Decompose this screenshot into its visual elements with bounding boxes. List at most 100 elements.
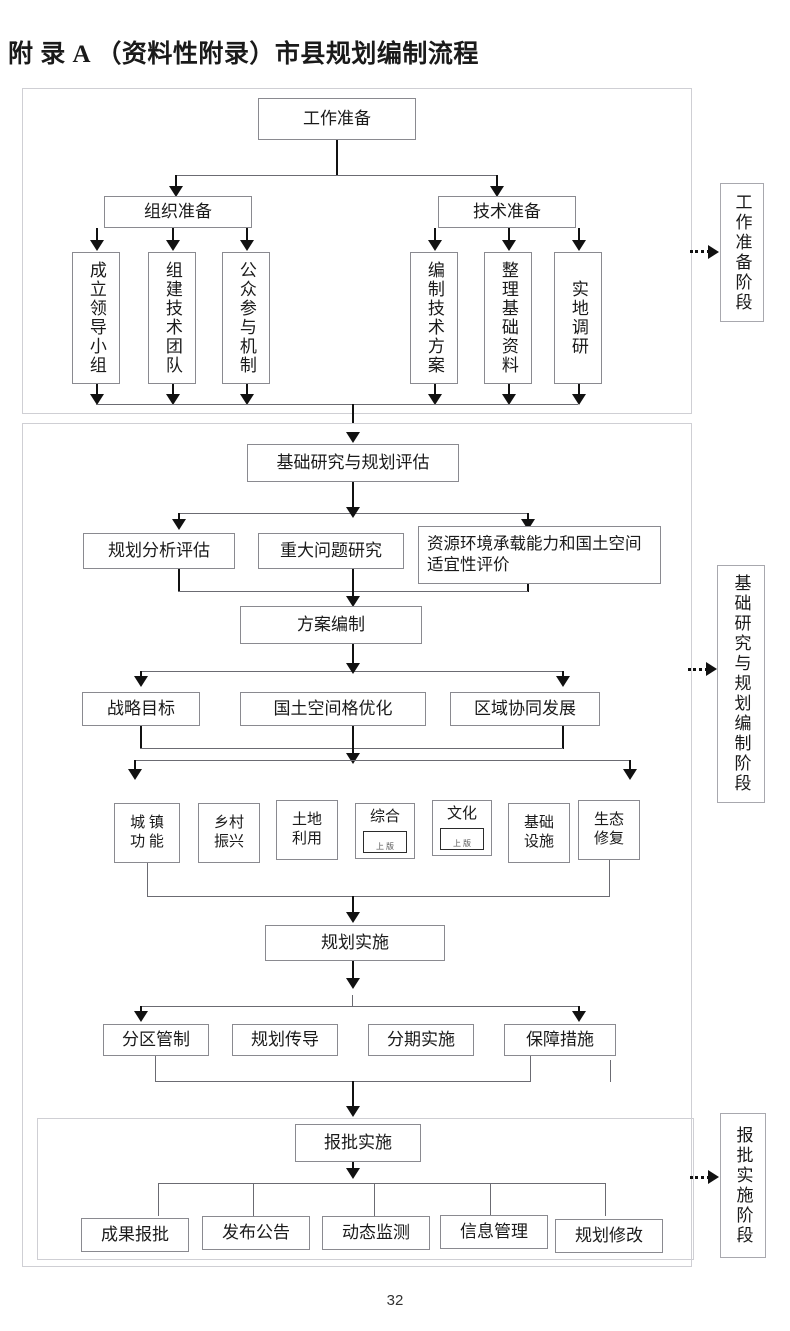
connector-scheme-3-down <box>562 726 564 749</box>
connector-task-tail-4 <box>434 384 436 398</box>
theme-box-3[interactable]: 土地 利用 <box>276 800 338 860</box>
node-plan-analysis-evaluation[interactable]: 规划分析评估 <box>83 533 235 569</box>
connector-impl-right <box>578 1006 580 1014</box>
connector-eval-1-down <box>178 569 180 592</box>
connector-root-stem <box>336 140 338 176</box>
node-work-preparation[interactable]: 工作准备 <box>258 98 416 140</box>
node-technical-preparation[interactable]: 技术准备 <box>438 196 576 228</box>
theme-line-2: 修复 <box>593 831 624 847</box>
theme-box-4[interactable]: 综合 上 版 <box>355 803 415 859</box>
arrow-approval-down <box>346 1168 360 1179</box>
theme-line-2: 振兴 <box>213 834 244 850</box>
arrow-research-mid <box>346 507 360 518</box>
arrow-theme-left <box>128 769 142 780</box>
connector-scheme-left <box>140 671 142 679</box>
theme-box-1[interactable]: 城 镇 功 能 <box>114 803 180 863</box>
connector-section1-to-section2 <box>352 404 354 440</box>
connector-impl-tail-left <box>155 1056 157 1082</box>
connector-scheme-rail <box>140 748 563 750</box>
node-territorial-space-pattern-optimization[interactable]: 国土空间格优化 <box>240 692 426 726</box>
node-basic-research-and-plan-evaluation[interactable]: 基础研究与规划评估 <box>247 444 459 482</box>
connector-scheme-right <box>562 671 564 679</box>
theme-box-7[interactable]: 生态 修复 <box>578 800 640 860</box>
theme-line-2: 利用 <box>291 831 322 847</box>
node-result-approval[interactable]: 成果报批 <box>81 1218 189 1252</box>
stage-label-approval-implementation: 报批实施阶段 <box>720 1113 766 1258</box>
connector-theme-rail-stem <box>352 896 354 916</box>
connector-task-tail-6 <box>578 384 580 398</box>
page-number: 32 <box>386 1292 404 1309</box>
connector-impl-stem <box>352 961 354 985</box>
theme-box-6[interactable]: 基础 设施 <box>508 803 570 863</box>
stage-label-work-preparation: 工作准备阶段 <box>720 183 764 322</box>
node-organization-preparation[interactable]: 组织准备 <box>104 196 252 228</box>
node-safeguard-measures[interactable]: 保障措施 <box>504 1024 616 1056</box>
node-build-technical-team[interactable]: 组建技术团队 <box>148 252 196 384</box>
arrow-task-tail-6 <box>572 394 586 405</box>
arrow-to-approval <box>346 1106 360 1117</box>
connector-root-spread <box>175 175 497 177</box>
node-plan-transmission[interactable]: 规划传导 <box>232 1024 338 1056</box>
connector-task-tail-1 <box>96 384 98 398</box>
connector-theme-spread <box>134 760 630 762</box>
theme-line-1: 乡村 <box>213 815 244 832</box>
node-plan-implementation[interactable]: 规划实施 <box>265 925 445 961</box>
theme-occlusion-artifact-5: 上 版 <box>440 828 484 850</box>
arrow-org-2 <box>166 240 180 251</box>
connector-impl-mid-link <box>352 995 354 1006</box>
arrow-impl-mid <box>346 978 360 989</box>
arrow-scheme-right <box>556 676 570 687</box>
node-resource-environment-capacity-evaluation[interactable]: 资源环境承载能力和国土空间适宜性评价 <box>418 526 661 584</box>
arrow-research-left <box>172 519 186 530</box>
connector-scheme-stem <box>352 644 354 672</box>
connector-tech-3 <box>578 228 580 245</box>
node-compile-technical-plan[interactable]: 编制技术方案 <box>410 252 458 384</box>
connector-theme-rail <box>147 896 610 898</box>
arrow-to-tech-prep <box>490 186 504 197</box>
connector-approval-drop-2 <box>253 1183 255 1216</box>
theme-line-1: 土地 <box>291 812 322 829</box>
connector-approval-drop-4 <box>490 1183 492 1216</box>
arrow-tech-2 <box>502 240 516 251</box>
node-scheme-compilation[interactable]: 方案编制 <box>240 606 422 644</box>
node-approval-and-implementation[interactable]: 报批实施 <box>295 1124 421 1162</box>
page-title: 附 录 A （资料性附录）市县规划编制流程 <box>8 41 479 68</box>
arrow-scheme-left <box>134 676 148 687</box>
node-public-participation-mechanism[interactable]: 公众参与机制 <box>222 252 270 384</box>
arrow-task-tail-4 <box>428 394 442 405</box>
node-field-survey[interactable]: 实地调研 <box>554 252 602 384</box>
node-phased-implementation[interactable]: 分期实施 <box>368 1024 474 1056</box>
connector-approval-drop-5 <box>605 1183 607 1216</box>
arrow-research-right <box>521 519 535 530</box>
node-establish-leading-group[interactable]: 成立领导小组 <box>72 252 120 384</box>
connector-theme-right <box>629 760 631 772</box>
node-regional-coordinated-development[interactable]: 区域协同发展 <box>450 692 600 726</box>
node-plan-revision[interactable]: 规划修改 <box>555 1219 663 1253</box>
arrow-task-tail-2 <box>166 394 180 405</box>
connector-impl-tail-right <box>530 1056 532 1082</box>
connector-approval-rail <box>158 1183 606 1185</box>
arrow-impl-right <box>572 1011 586 1022</box>
node-dynamic-monitoring[interactable]: 动态监测 <box>322 1216 430 1250</box>
connector-theme-tail-left <box>147 863 149 897</box>
connector-eval-mid-down <box>352 569 354 603</box>
node-information-management[interactable]: 信息管理 <box>440 1215 548 1249</box>
node-publish-announcement[interactable]: 发布公告 <box>202 1216 310 1250</box>
node-major-issue-research[interactable]: 重大问题研究 <box>258 533 404 569</box>
dotted-line-stage-3 <box>690 1176 710 1179</box>
arrow-scheme-rail-mid <box>346 753 360 764</box>
connector-task-tail-3 <box>246 384 248 398</box>
connector-theme-left <box>134 760 136 772</box>
connector-left-drop <box>175 175 177 192</box>
theme-box-2[interactable]: 乡村 振兴 <box>198 803 260 863</box>
theme-line-1: 基础 <box>523 815 554 832</box>
theme-line-1: 文化 <box>446 806 477 822</box>
node-organize-basic-data[interactable]: 整理基础资料 <box>484 252 532 384</box>
node-strategic-objectives[interactable]: 战略目标 <box>82 692 200 726</box>
theme-box-5[interactable]: 文化 上 版 <box>432 800 492 856</box>
section-3-subframe <box>37 1118 694 1260</box>
node-zoning-control[interactable]: 分区管制 <box>103 1024 209 1056</box>
connector-section1-rail <box>96 404 578 406</box>
arrow-task-tail-5 <box>502 394 516 405</box>
